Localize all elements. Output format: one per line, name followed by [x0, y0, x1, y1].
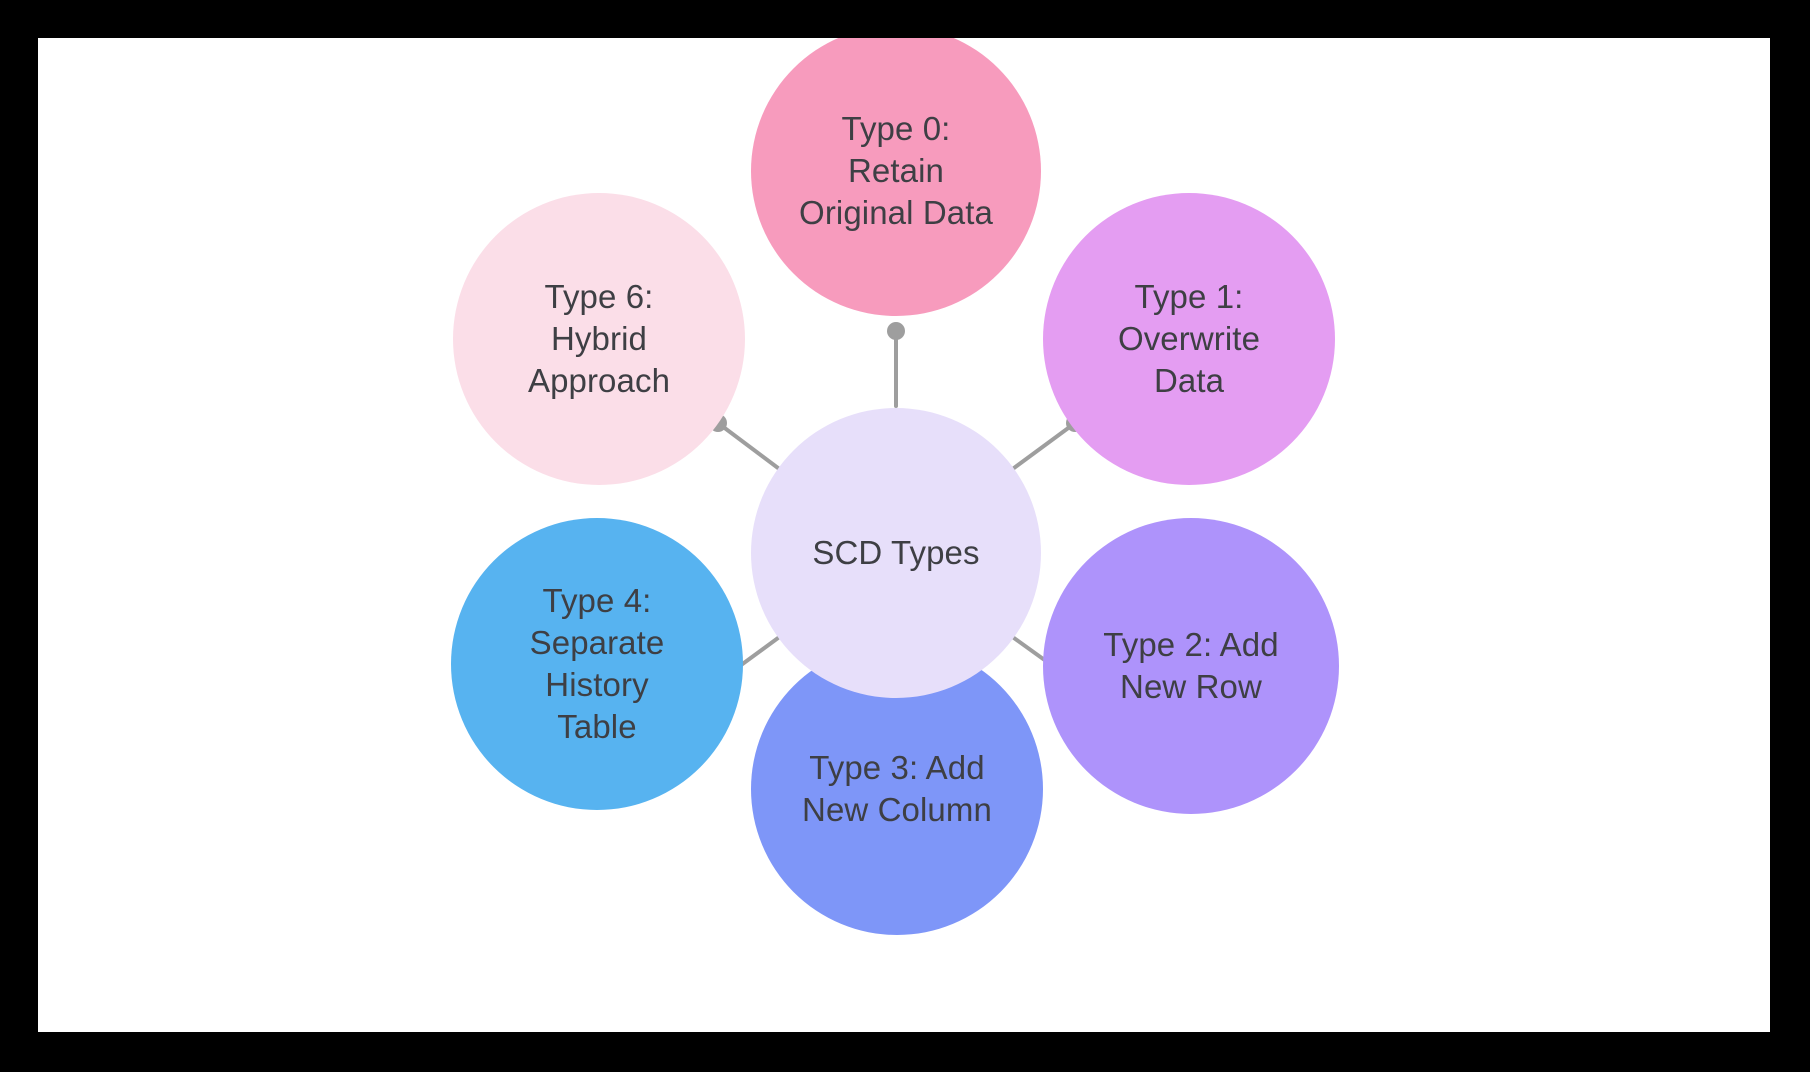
node-type-6[interactable]: Type 6: Hybrid Approach	[453, 193, 745, 485]
node-type-0[interactable]: Type 0: Retain Original Data	[751, 38, 1041, 316]
node-type-1[interactable]: Type 1: Overwrite Data	[1043, 193, 1335, 485]
node-center-hub[interactable]: SCD Types	[751, 408, 1041, 698]
node-type-4[interactable]: Type 4: Separate History Table	[451, 518, 743, 810]
node-type-1-label: Type 1: Overwrite Data	[1117, 278, 1261, 399]
node-type-0-label: Type 0: Retain Original Data	[799, 110, 993, 231]
connector-center-to-type6	[709, 414, 780, 470]
node-type-4-label: Type 4: Separate History Table	[529, 582, 665, 745]
node-type-2[interactable]: Type 2: Add New Row	[1043, 518, 1339, 814]
node-type-3-label: Type 3: Add New Column	[802, 749, 992, 828]
node-type-6-label: Type 6: Hybrid Approach	[527, 278, 671, 399]
node-center-hub-label: SCD Types	[812, 534, 980, 572]
node-type-3[interactable]: Type 3: Add New Column	[751, 643, 1043, 935]
connector-center-to-type0	[887, 322, 905, 408]
diagram-canvas: Type 0: Retain Original Data Type 1: Ove…	[38, 38, 1770, 1032]
scd-types-radial-diagram: Type 0: Retain Original Data Type 1: Ove…	[38, 38, 1770, 1032]
node-type-2-label: Type 2: Add New Row	[1103, 626, 1279, 705]
